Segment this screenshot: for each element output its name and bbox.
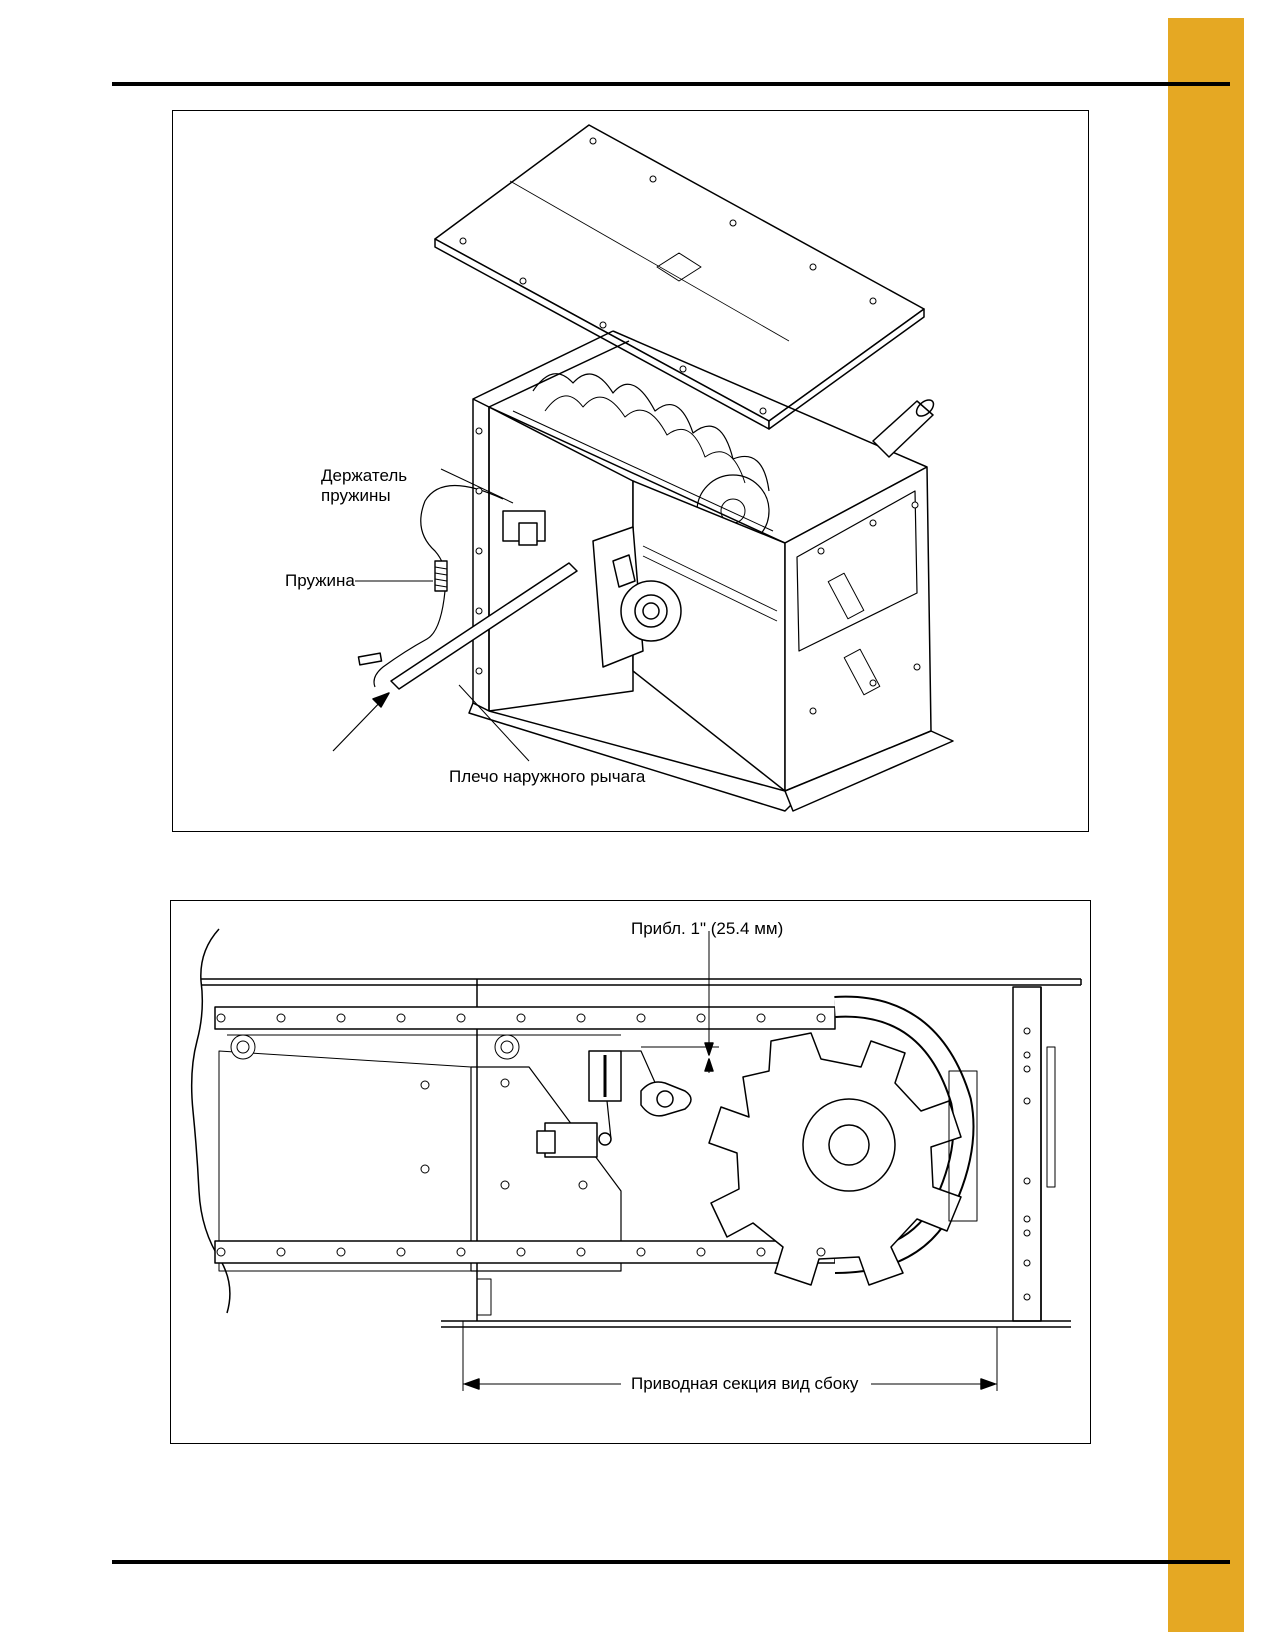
- isometric-drawing: [332, 124, 954, 812]
- label-spring: Пружина: [285, 571, 355, 590]
- side-view-drawing: [190, 928, 1082, 1391]
- label-spring-holder: Держатель пружины: [321, 466, 408, 505]
- figure-side-view-drive: Прибл. 1" (25.4 мм) Приводная секция вид…: [170, 900, 1091, 1444]
- figure-isometric-drive: Держатель пружины Пружина Плечо наружног…: [172, 110, 1089, 832]
- chapter-tab: [1168, 18, 1244, 1632]
- label-clearance: Прибл. 1" (25.4 мм): [631, 919, 784, 938]
- label-outer-lever-arm: Плечо наружного рычага: [449, 767, 646, 786]
- label-drive-section-side-view: Приводная секция вид сбоку: [627, 1374, 863, 1394]
- header-rule: [112, 82, 1230, 86]
- footer-rule: [112, 1560, 1230, 1564]
